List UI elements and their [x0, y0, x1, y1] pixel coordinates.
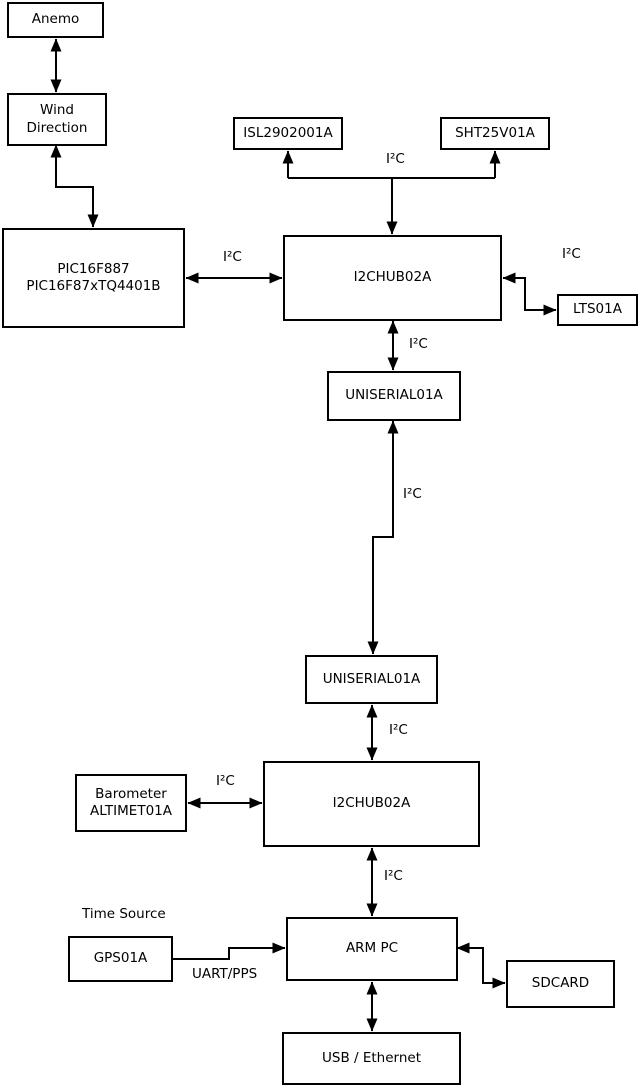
node-i2chub02a-1: I2CHUB02A — [283, 235, 502, 321]
node-usb-ethernet: USB / Ethernet — [282, 1032, 461, 1085]
node-gps01a: GPS01A — [68, 936, 173, 982]
node-pic16f887-label: PIC16F887 PIC16F87xTQ4401B — [26, 260, 161, 294]
node-i2chub02a-2-label: I2CHUB02A — [332, 795, 411, 812]
node-i2chub02a-2: I2CHUB02A — [263, 761, 480, 847]
node-lts01a: LTS01A — [557, 294, 638, 326]
node-sdcard: SDCARD — [506, 960, 615, 1008]
node-i2chub02a-1-label: I2CHUB02A — [353, 269, 432, 286]
node-isl2902001a-label: ISL2902001A — [243, 124, 333, 141]
node-arm-pc-label: ARM PC — [345, 940, 399, 957]
node-uniserial01a-2-label: UNISERIAL01A — [322, 670, 421, 687]
edge-label-i2c-pic-hub1: I²C — [223, 249, 242, 265]
edge-uniserial1-uniserial2 — [367, 420, 399, 655]
node-usb-ethernet-label: USB / Ethernet — [322, 1049, 421, 1066]
annotation-time-source: Time Source — [82, 906, 166, 922]
node-uniserial01a-1-label: UNISERIAL01A — [345, 387, 443, 404]
edge-label-uart-pps: UART/PPS — [192, 966, 258, 982]
node-anemo-label: Anemo — [31, 11, 80, 28]
node-uniserial01a-2: UNISERIAL01A — [305, 655, 438, 704]
edge-hub1-lts — [502, 272, 557, 316]
edge-armpc-sdcard — [456, 942, 506, 989]
node-barometer-label: Barometer ALTIMET01A — [90, 785, 172, 819]
edge-label-i2c-hub1-uniserial1: I²C — [409, 336, 428, 352]
edge-label-i2c-sensor-bus: I²C — [386, 151, 405, 167]
node-uniserial01a-1: UNISERIAL01A — [327, 371, 461, 421]
node-wind-direction-label: Wind Direction — [26, 102, 88, 136]
edge-winddirection-pic — [50, 144, 99, 228]
node-isl2902001a: ISL2902001A — [233, 117, 343, 150]
node-sht25v01a-label: SHT25V01A — [455, 124, 535, 141]
edge-label-i2c-barometer-hub2: I²C — [216, 773, 235, 789]
node-barometer: Barometer ALTIMET01A — [75, 774, 187, 832]
edge-label-i2c-hub2-armpc: I²C — [384, 868, 403, 884]
node-pic16f887: PIC16F887 PIC16F87xTQ4401B — [2, 228, 185, 328]
edge-label-i2c-hub1-lts: I²C — [562, 246, 581, 262]
node-lts01a-label: LTS01A — [573, 301, 622, 318]
edge-label-i2c-uniserial1-uniserial2: I²C — [403, 486, 422, 502]
edge-label-i2c-uniserial2-hub2: I²C — [389, 722, 408, 738]
node-arm-pc: ARM PC — [286, 917, 458, 981]
node-sht25v01a: SHT25V01A — [440, 117, 550, 150]
node-gps01a-label: GPS01A — [93, 950, 148, 967]
node-sdcard-label: SDCARD — [531, 975, 590, 992]
node-wind-direction: Wind Direction — [7, 93, 107, 146]
edge-gps-armpc — [173, 942, 286, 960]
node-anemo: Anemo — [7, 2, 104, 38]
